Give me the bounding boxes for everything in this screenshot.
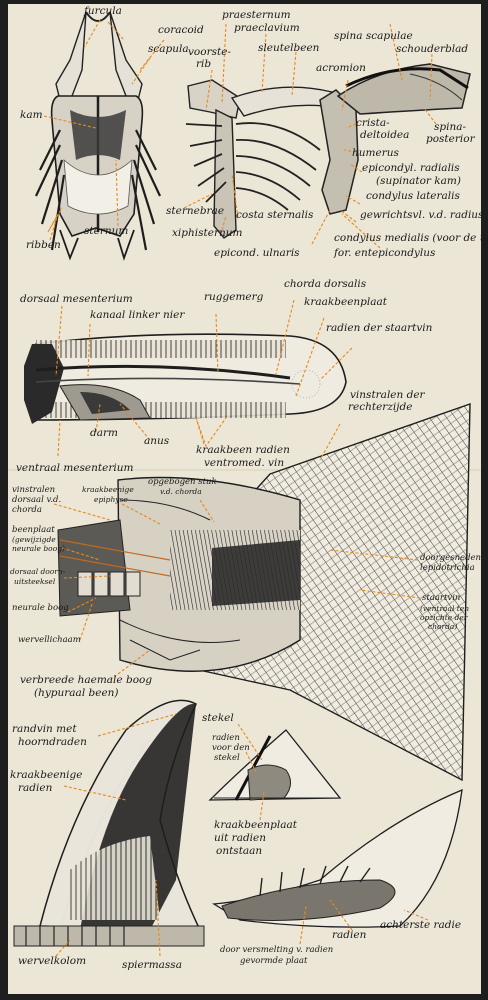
label-crista-2: deltoidea [360,129,410,141]
label-vinstralen-rechter-1: vinstralen der [350,389,425,401]
label-supinator-kam: (supinator kam) [376,175,461,187]
label-achterste-radie: achterste radie [380,919,462,931]
label-kraakbeenplaat-uit-2: uit radien [214,832,267,844]
label-ventraal-mesenterium: ventraal mesenterium [16,462,134,474]
label-crista-1: crista- [356,117,390,129]
label-dorsaal-doorn-2: uitsteeksel [14,577,56,586]
label-door-versmelting-1: door versmelting v. radien [220,945,334,955]
label-condylus-medialis: condylus medialis (voor de ulna) [334,232,488,244]
label-kraakbeenige-radien-1: kraakbeenige [10,769,83,781]
label-neurale-boog: neurale boog [12,603,69,613]
label-acromion: acromion [316,62,366,74]
label-darm: darm [90,427,118,439]
label-spina-posterior-1: spina- [434,121,467,133]
label-staartvin-2: (ventraal ten [420,604,470,613]
label-costa-sternalis: costa sternalis [236,209,314,221]
label-staartvin-3: opzichte der [420,613,468,622]
label-schouderblad: schouderblad [396,43,469,55]
label-wervellichaam: wervellichaam [18,635,81,645]
label-epicond-ulnaris: epicond. ulnaris [214,247,300,259]
label-chorda-dorsalis: chorda dorsalis [284,278,367,290]
label-vinstralen-dorsaal-2: dorsaal v.d. [12,495,62,505]
label-gewrichtsvl-radius: gewrichtsvl. v.d. radius [360,209,484,221]
label-kraakbeenplaat: kraakbeenplaat [304,296,387,308]
label-kraakbeenplaat-uit-3: ontstaan [216,845,263,857]
label-vinstralen-dorsaal-1: vinstralen [12,485,56,495]
label-sternum: sternum [84,225,129,237]
label-epicondyl-radialis: epicondyl. radialis [362,162,460,174]
label-humerus: humerus [352,147,399,159]
label-dorsaal-mesenterium: dorsaal mesenterium [20,293,133,305]
label-praesternum: praesternum [222,9,291,21]
label-kraakbeenplaat-uit-1: kraakbeenplaat [214,819,297,831]
label-spina-posterior-2: posterior [426,133,475,145]
label-scapula: scapula [148,43,189,55]
label-beenplaat-1: beenplaat [12,525,55,535]
label-kraakbeenige-radien-2: radien [18,782,53,794]
label-opgebogen-stuk-1: opgebogen stuk [148,477,217,487]
dorsal-fin-drawing [13,699,205,947]
label-kraakbeenige-epiphyse-2: epiphyse [94,495,128,504]
label-coracoid: coracoid [158,24,204,36]
label-randvin-2: hoorndraden [18,736,87,748]
label-beenplaat-2: (gewijzigde [12,535,56,544]
label-ribben: ribben [26,239,61,251]
shoulder-girdle-drawing [185,63,471,239]
label-kam: kam [20,109,43,121]
label-sternebrae: sternebrae [166,205,225,217]
label-spina-scapulae: spina scapulae [334,30,413,42]
label-vinstralen-rechter-2: rechterzijde [348,401,413,413]
label-doorgesneden-1: doorgesneden [420,553,482,563]
label-voorste-rib-1: voorste- [188,46,231,58]
label-staartvin-1: staartvin [422,593,461,603]
label-radien-staartvin: radien der staartvin [326,322,433,334]
label-doorgesneden-2: lepidotrichia [420,563,475,573]
label-stekel: stekel [202,712,234,724]
label-kraakbeenige-epiphyse-1: kraakbeenige [82,485,134,494]
bird-sternum-drawing [35,11,161,261]
label-dorsaal-doorn-1: dorsaal doorn- [10,567,66,576]
label-verbreede-haemale-boog-1: verbreede haemale boog [20,674,153,686]
label-door-versmelting-2: gevormde plaat [240,956,308,966]
shark-trunk-section-drawing [24,333,347,424]
label-opgebogen-stuk-2: v.d. chorda [160,487,202,496]
label-anus: anus [144,435,170,447]
label-furcula: furcula [84,5,122,17]
label-radien-stekel-3: stekel [214,753,240,763]
label-ventromed-vin: ventromed. vin [204,457,285,469]
label-verbreede-haemale-boog-2: (hypuraal been) [34,687,119,699]
caudal-fin-drawing [57,403,471,782]
label-wervelkolom: wervelkolom [18,955,87,967]
label-voorste-rib-2: rib [196,58,212,70]
label-for-entepicondylus: for. entepicondylus [334,247,436,259]
label-vinstralen-dorsaal-3: chorda [12,505,42,515]
label-spiermassa: spiermassa [122,959,182,971]
fused-radials-drawing [211,788,463,928]
label-sleutelbeen: sleutelbeen [258,42,320,54]
leader-lines [43,19,437,957]
label-beenplaat-3: neurale boog) [12,544,65,553]
label-kraakbeen-radien: kraakbeen radien [196,444,290,456]
label-staartvin-4: chorda) [428,622,458,631]
label-radien-stekel-2: voor den [212,743,250,753]
label-xiphisternum: xiphisternum [172,227,243,239]
label-radien-stekel-1: radien [212,733,240,743]
label-randvin-1: randvin met [12,723,77,735]
label-radien: radien [332,929,367,941]
label-praeclavium: praeclavium [234,22,300,34]
label-ruggemerg: ruggemerg [204,291,264,303]
label-condylus-lateralis: condylus lateralis [366,190,460,202]
label-kanaal-linker-nier: kanaal linker nier [90,309,185,321]
